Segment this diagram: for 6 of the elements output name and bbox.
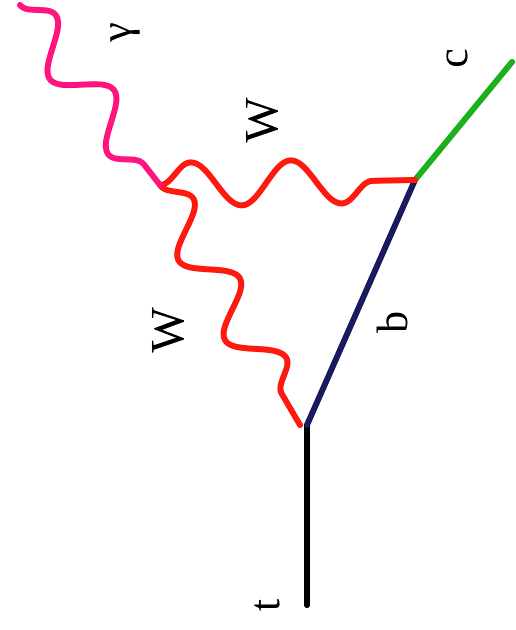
particle-label: c <box>446 50 468 66</box>
particle-label: γ <box>110 23 140 42</box>
particle-label: t <box>254 599 280 611</box>
particle-label: b <box>376 312 408 333</box>
particle-label: W <box>246 97 278 143</box>
particle-label: W <box>152 307 184 353</box>
